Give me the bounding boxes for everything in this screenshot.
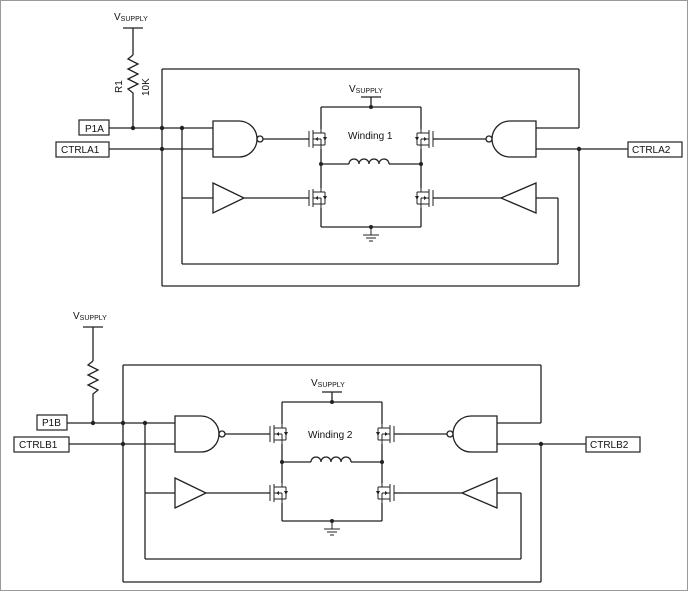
nand-gate-b-right [452, 415, 498, 453]
nand-gate-b-left [174, 415, 220, 453]
port-p1b-label: P1B [42, 418, 61, 429]
ground-a [362, 226, 380, 242]
resistor-name-label: R1 [114, 80, 125, 93]
mosfet-a-bottom-left [308, 187, 328, 209]
ctrl-a2-box [627, 141, 683, 158]
mosfet-b-top-right [375, 423, 395, 445]
resistor-value-label: 10K [141, 78, 152, 96]
mosfet-b-top-left [269, 423, 289, 445]
ctrl-a1-label: CTRLA1 [61, 145, 100, 156]
port-p1a-label: P1A [85, 124, 104, 135]
buffer-b-right [460, 477, 498, 509]
resistor-b [86, 360, 100, 423]
buffer-a-left [212, 181, 246, 215]
supply-label-b: VSUPPLY [73, 311, 107, 322]
ctrl-b2-box [585, 436, 641, 453]
winding-1-coil [348, 158, 390, 165]
mosfet-b-bottom-left [269, 482, 289, 504]
winding-2-label: Winding 2 [308, 430, 353, 441]
circuit-b: VSUPPLY P1B CTRLB1 [13, 311, 641, 583]
supply-label-a: VSUPPLY [114, 12, 148, 23]
bridge-supply-label-b: VSUPPLY [311, 378, 345, 389]
winding-2-coil [310, 456, 352, 463]
mosfet-a-top-left [308, 128, 328, 150]
resistor-r1 [126, 54, 140, 128]
ctrl-b1-label: CTRLB1 [19, 440, 58, 451]
buffer-a-right [499, 182, 537, 214]
bridge-supply-label-a: VSUPPLY [349, 84, 383, 95]
buffer-b-left [174, 476, 208, 510]
ctrl-b2-label: CTRLB2 [590, 440, 629, 451]
ground-b [323, 520, 341, 536]
nand-gate-a-left [212, 120, 258, 158]
ctrl-a2-label: CTRLA2 [632, 145, 671, 156]
nand-gate-a-right [491, 120, 537, 158]
mosfet-b-bottom-right [375, 482, 395, 504]
mosfet-a-top-right [414, 128, 434, 150]
winding-1-label: Winding 1 [348, 131, 393, 142]
mosfet-a-bottom-right [414, 187, 434, 209]
circuit-a: VSUPPLY R1 10K P1A CTRLA1 [55, 12, 683, 287]
